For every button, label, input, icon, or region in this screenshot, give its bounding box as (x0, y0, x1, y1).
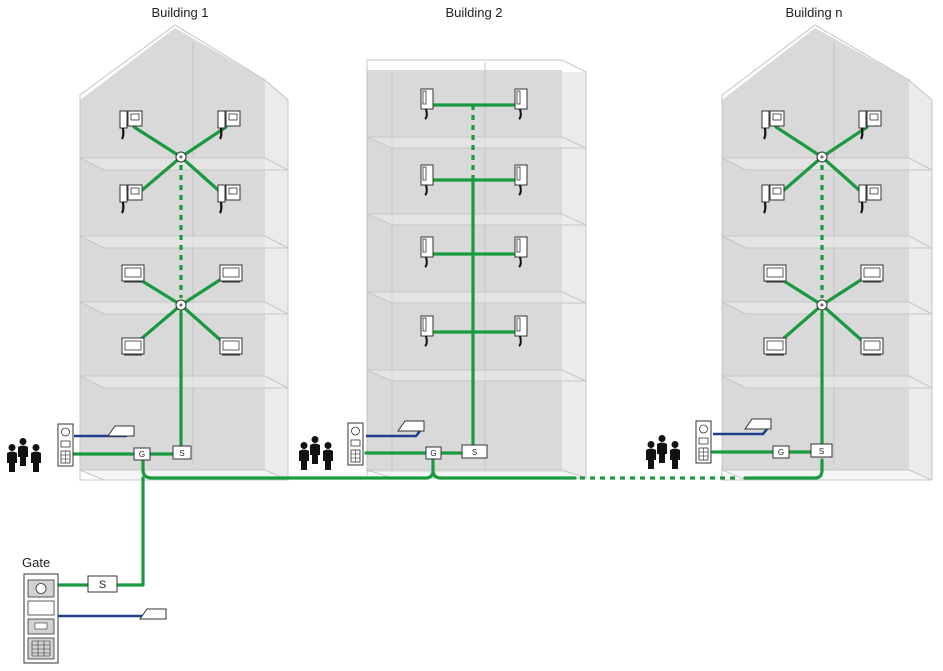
people-icon (299, 436, 333, 470)
people-icon (7, 438, 41, 472)
svg-text:S: S (819, 447, 824, 456)
distributor-icon (175, 299, 187, 311)
people-icon (646, 435, 680, 469)
building-2 (366, 59, 587, 479)
gateway-icon: G (425, 446, 442, 460)
svg-text:S: S (472, 448, 477, 457)
door-entry-panel-icon (695, 420, 712, 464)
gateway-icon: G (772, 445, 790, 459)
video-monitor-icon (219, 337, 243, 356)
distributor-icon (175, 151, 187, 163)
power-supply-icon: S (461, 444, 488, 459)
video-monitor-icon (121, 264, 145, 283)
svg-text:G: G (139, 450, 145, 459)
building-2-label: Building 2 (445, 5, 502, 20)
gateway-icon: G (133, 447, 151, 461)
building-n-facade (722, 28, 909, 470)
building-1-side (265, 80, 288, 480)
gate-entry-panel (23, 573, 59, 664)
backbone-bus (56, 450, 824, 587)
keycard-reader-icon (139, 608, 167, 620)
door-entry-panel-icon (57, 423, 74, 467)
power-supply-icon: S (172, 445, 192, 460)
distributor-icon (816, 299, 828, 311)
building-2-facade (367, 70, 562, 472)
building-1-label: Building 1 (151, 5, 208, 20)
video-monitor-icon (121, 337, 145, 356)
svg-text:S: S (179, 449, 184, 458)
video-monitor-icon (219, 264, 243, 283)
door-entry-panel-icon (347, 422, 364, 466)
building-1 (79, 24, 289, 481)
gate-label: Gate (22, 555, 50, 570)
distributor-icon (816, 151, 828, 163)
building-n (721, 24, 933, 481)
svg-text:S: S (99, 579, 106, 591)
video-monitor-icon (763, 264, 787, 283)
video-monitor-icon (860, 337, 884, 356)
building-n-label: Building n (785, 5, 842, 20)
building-1-facade (80, 28, 265, 470)
video-monitor-icon (763, 337, 787, 356)
power-supply-icon: S (810, 443, 833, 458)
gate-power-supply-icon: S (87, 575, 118, 593)
video-monitor-icon (860, 264, 884, 283)
svg-text:G: G (778, 448, 784, 457)
svg-text:G: G (430, 449, 436, 458)
